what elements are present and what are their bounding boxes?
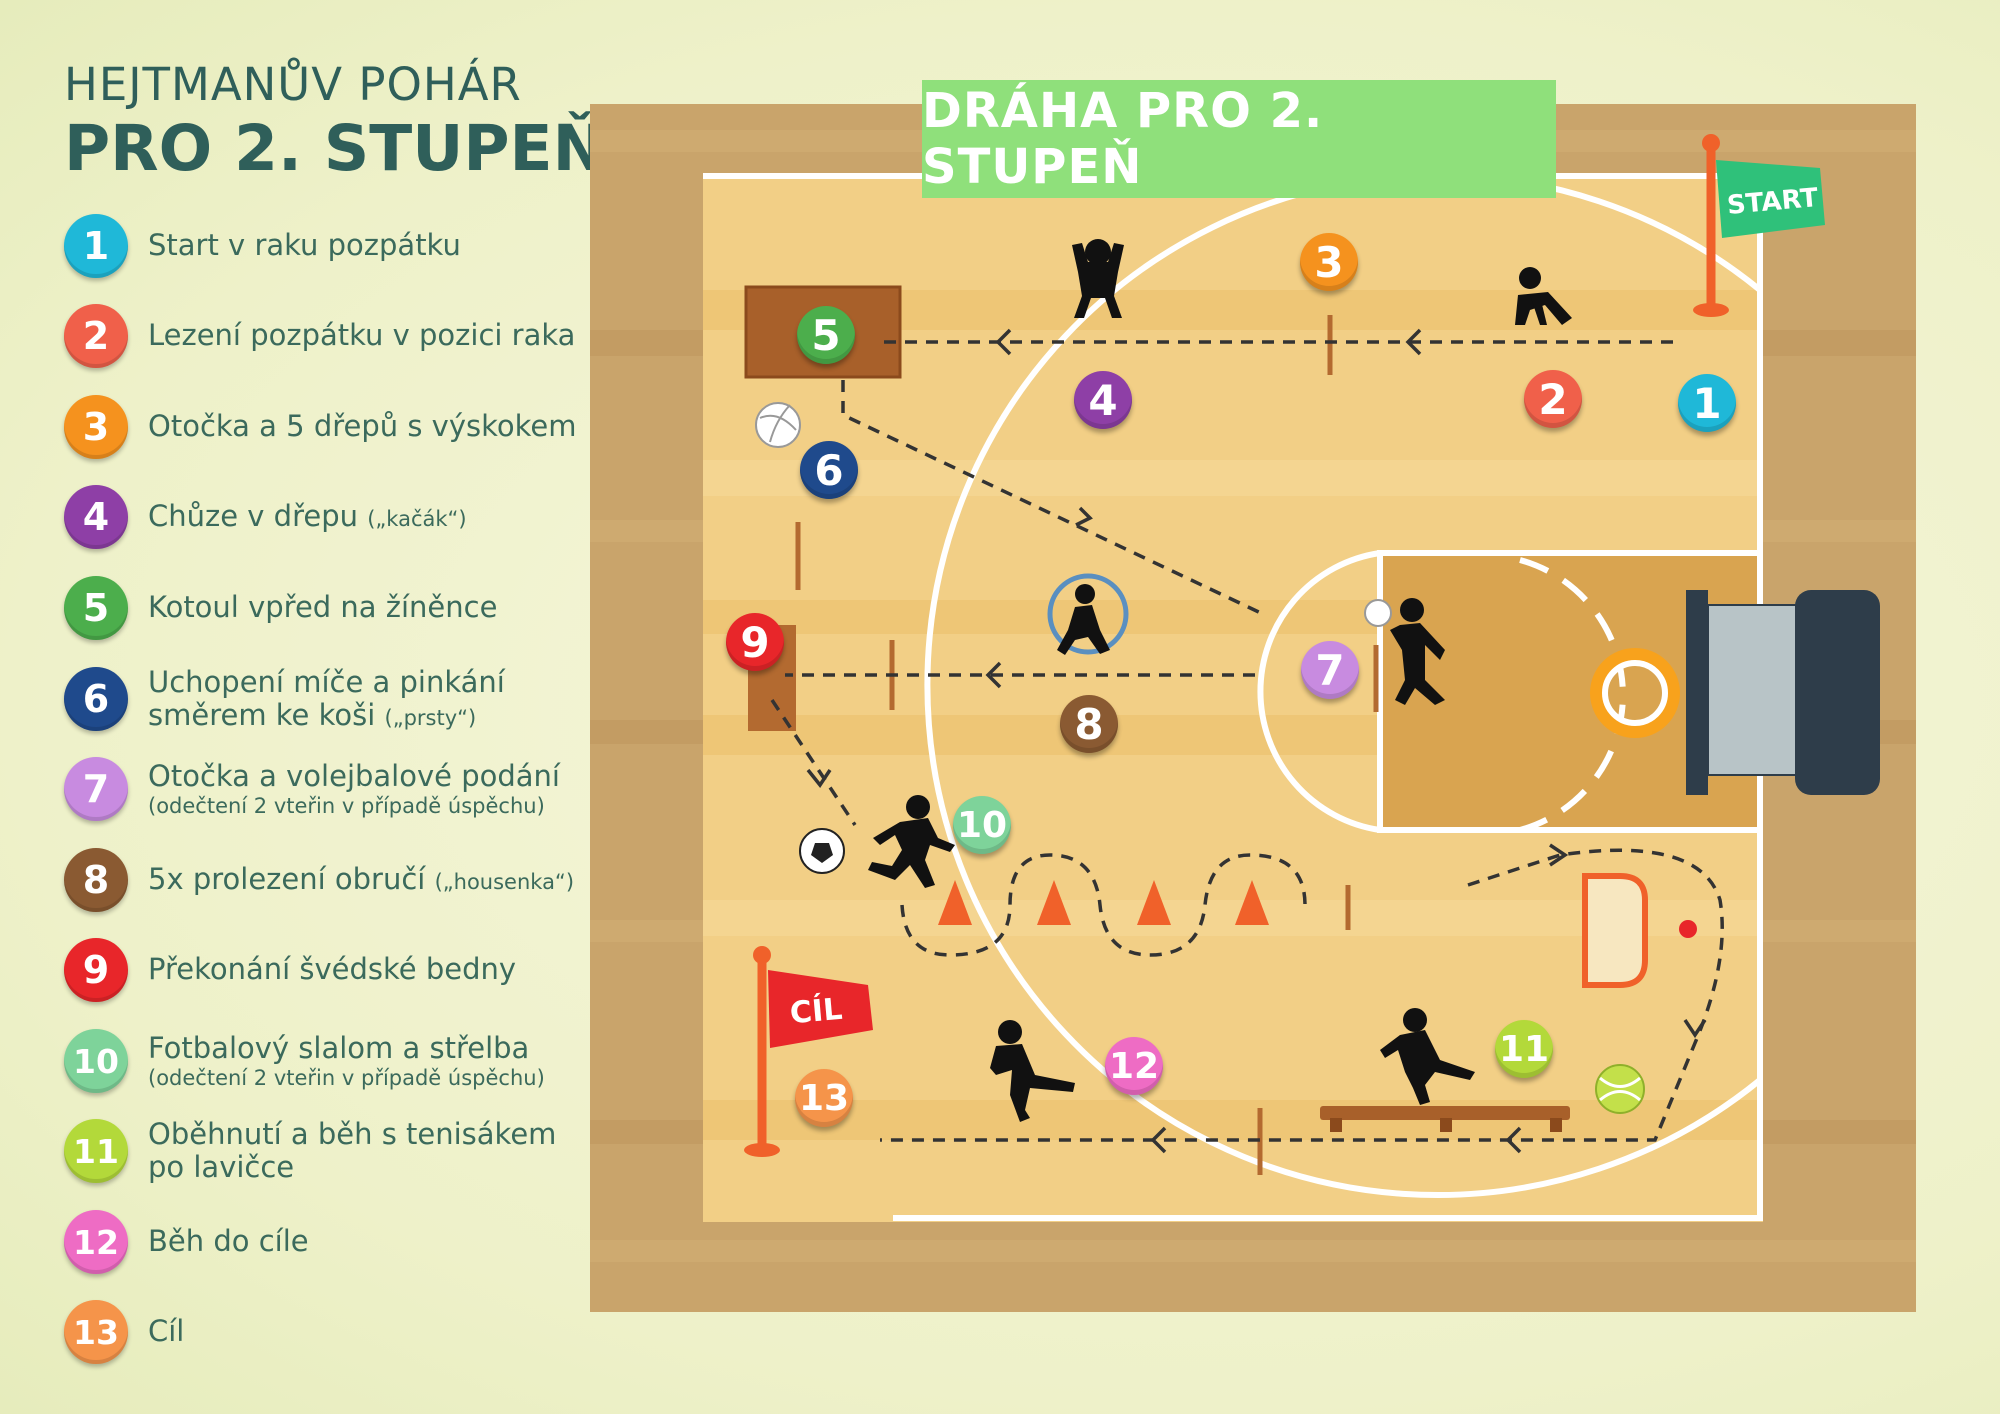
- backboard: [1686, 590, 1708, 795]
- legend-item-8: 8 5x prolezení obručí („housenka“): [64, 844, 574, 916]
- legend-text-11a: Oběhnutí a běh s tenisákem: [148, 1116, 557, 1151]
- station-badge-5: 5: [64, 576, 128, 640]
- map-station-5: 5: [797, 306, 855, 364]
- station-badge-4: 4: [64, 485, 128, 549]
- football-player-icon: [868, 795, 955, 888]
- map-station-6: 6: [800, 441, 858, 499]
- legend-text-7: Otočka a volejbalové podání: [148, 759, 560, 794]
- legend-note-10: (odečtení 2 vteřin v případě úspěchu): [148, 1065, 545, 1090]
- cone: [938, 880, 972, 925]
- route-path: [770, 340, 1724, 1142]
- title-block: HEJTMANŮV POHÁR PRO 2. STUPEŇ: [64, 62, 605, 180]
- map-station-2: 2: [1524, 370, 1582, 428]
- station-badge-13: 13: [64, 1300, 128, 1364]
- station-badge-9: 9: [64, 938, 128, 1002]
- legend-note-8: („housenka“): [434, 870, 575, 895]
- start-flag: [1716, 160, 1825, 238]
- map-station-12: 12: [1105, 1037, 1163, 1095]
- legend-label-13: Cíl: [148, 1314, 185, 1349]
- page-title-line2: PRO 2. STUPEŇ: [64, 112, 606, 185]
- finish-flag-label: CÍL: [788, 991, 844, 1032]
- legend-label-7: Otočka a volejbalové podání(odečtení 2 v…: [148, 759, 560, 818]
- legend-text-11b: po lavičce: [148, 1150, 295, 1184]
- map-station-10: 10: [953, 796, 1011, 854]
- volleyball-player-icon: [1390, 598, 1445, 705]
- crab-walk-figure-icon: [1515, 267, 1572, 325]
- legend-item-2: 2 Lezení pozpátku v pozici raka: [64, 300, 575, 372]
- legend-item-1: 1 Start v raku pozpátku: [64, 210, 461, 282]
- legend-text-10: Fotbalový slalom a střelba: [148, 1031, 530, 1066]
- runner-to-finish-icon: [990, 1020, 1075, 1122]
- legend-item-13: 13 Cíl: [64, 1296, 184, 1368]
- map-station-4: 4: [1074, 371, 1132, 429]
- finish-flag: [768, 970, 873, 1048]
- legend-note-4: („kačák“): [367, 507, 467, 532]
- legend-item-12: 12 Běh do cíle: [64, 1206, 309, 1278]
- station-badge-7: 7: [64, 757, 128, 821]
- station-badge-8: 8: [64, 848, 128, 912]
- legend-label-2: Lezení pozpátku v pozici raka: [148, 318, 576, 353]
- station-badge-12: 12: [64, 1210, 128, 1274]
- cones: [938, 880, 1269, 925]
- legend-item-7: 7 Otočka a volejbalové podání(odečtení 2…: [64, 753, 560, 825]
- shot-mark: [1679, 920, 1697, 938]
- legend-label-10: Fotbalový slalom a střelba(odečtení 2 vt…: [148, 1031, 545, 1090]
- legend-text-4: Chůze v dřepu: [148, 499, 358, 534]
- legend-text-6a: Uchopení míče a pinkání: [148, 664, 505, 699]
- station-badge-6: 6: [64, 667, 128, 731]
- station-badge-10: 10: [64, 1029, 128, 1093]
- legend-label-4: Chůze v dřepu („kačák“): [148, 500, 467, 533]
- station-badge-2: 2: [64, 304, 128, 368]
- map-station-9: 9: [726, 613, 784, 671]
- legend-label-9: Překonání švédské bedny: [148, 952, 517, 987]
- volleyball-icon: [755, 402, 801, 448]
- map-station-11: 11: [1495, 1020, 1553, 1078]
- figures: [868, 239, 1572, 1122]
- map-station-1: 1: [1678, 374, 1736, 432]
- legend-text-6b: směrem ke koši: [148, 698, 376, 732]
- legend-item-4: 4 Chůze v dřepu („kačák“): [64, 481, 467, 553]
- legend-label-1: Start v raku pozpátku: [148, 228, 461, 263]
- squat-jump-figure-icon: [1072, 239, 1124, 318]
- hoop-base: [1795, 590, 1880, 795]
- legend-item-3: 3 Otočka a 5 dřepů s výskokem: [64, 391, 576, 463]
- legend-note-6: („prsty“): [384, 706, 477, 730]
- legend-item-10: 10 Fotbalový slalom a střelba(odečtení 2…: [64, 1025, 545, 1097]
- course-banner: DRÁHA PRO 2. STUPEŇ: [922, 80, 1556, 198]
- legend-label-5: Kotoul vpřed na žíněnce: [148, 590, 498, 625]
- legend-text-8: 5x prolezení obručí: [148, 862, 426, 897]
- legend-label-3: Otočka a 5 dřepů s výskokem: [148, 409, 577, 444]
- station-badge-1: 1: [64, 214, 128, 278]
- station-badge-3: 3: [64, 395, 128, 459]
- tennis-ball-icon: [1595, 1064, 1645, 1114]
- map-station-3: 3: [1300, 233, 1358, 291]
- cone: [1037, 880, 1071, 925]
- legend-item-5: 5 Kotoul vpřed na žíněnce: [64, 572, 497, 644]
- legend-note-7: (odečtení 2 vteřin v případě úspěchu): [148, 793, 545, 818]
- map-station-13: 13: [795, 1069, 853, 1127]
- station-badge-11: 11: [64, 1119, 128, 1183]
- map-station-7: 7: [1301, 641, 1359, 699]
- bench: [1320, 1106, 1570, 1120]
- tennis-runner-icon: [1380, 1008, 1475, 1105]
- legend-label-12: Běh do cíle: [148, 1224, 309, 1259]
- cone: [1137, 880, 1171, 925]
- hoop-crawl-figure-icon: [1047, 573, 1129, 655]
- legend-label-8: 5x prolezení obručí („housenka“): [148, 863, 574, 896]
- legend-item-9: 9 Překonání švédské bedny: [64, 934, 516, 1006]
- map-station-8: 8: [1060, 695, 1118, 753]
- route-arrows: [806, 328, 1707, 1154]
- football-goal: [1582, 873, 1648, 988]
- page-title-line1: HEJTMANŮV POHÁR: [64, 58, 522, 111]
- cone: [1235, 880, 1269, 925]
- hoop-rim: [1590, 648, 1680, 738]
